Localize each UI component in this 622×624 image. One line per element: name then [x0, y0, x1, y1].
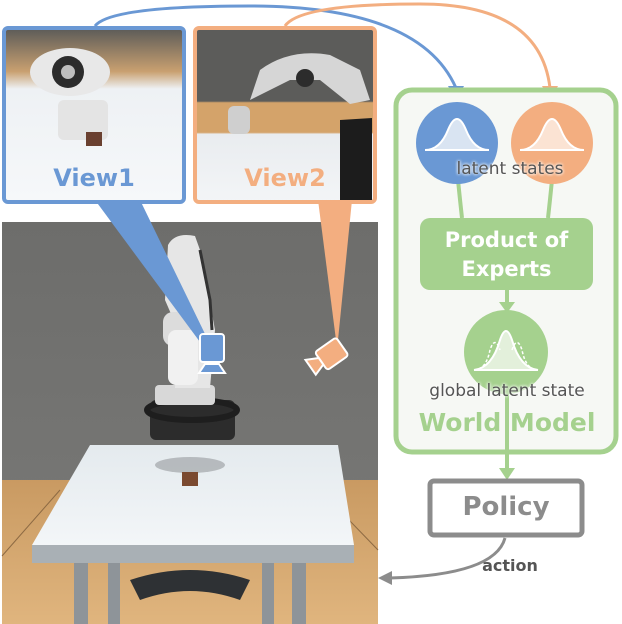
simulation-scene: [1, 222, 379, 624]
world-model-title: World Model: [418, 408, 596, 437]
view1-panel: [2, 26, 186, 204]
camera1-icon: [197, 333, 227, 374]
global-latent-state-circle: [464, 310, 548, 394]
action-label: action: [482, 556, 538, 575]
view2-label: View2: [244, 164, 326, 192]
view1-projection: [95, 200, 207, 342]
policy-box: [427, 478, 585, 538]
latent-state-view2: [511, 102, 593, 184]
view1-label: View1: [53, 164, 135, 192]
camera2-icon: [303, 337, 349, 377]
poe-line2: Experts: [461, 257, 552, 281]
product-of-experts-label: Product of Experts: [420, 226, 593, 284]
view1-arrow: [93, 4, 458, 89]
product-of-experts-box: [420, 218, 593, 290]
policy-label: Policy: [462, 492, 550, 522]
latent-state-view1: [416, 102, 498, 184]
view2-arrow: [283, 2, 552, 89]
latent-states-label: latent states: [456, 159, 564, 179]
global-latent-state-label: global latent state: [429, 381, 585, 401]
action-arrow: [389, 537, 507, 580]
poe-line1: Product of: [444, 228, 569, 252]
view2-panel: [193, 26, 377, 204]
view2-projection: [318, 200, 352, 340]
